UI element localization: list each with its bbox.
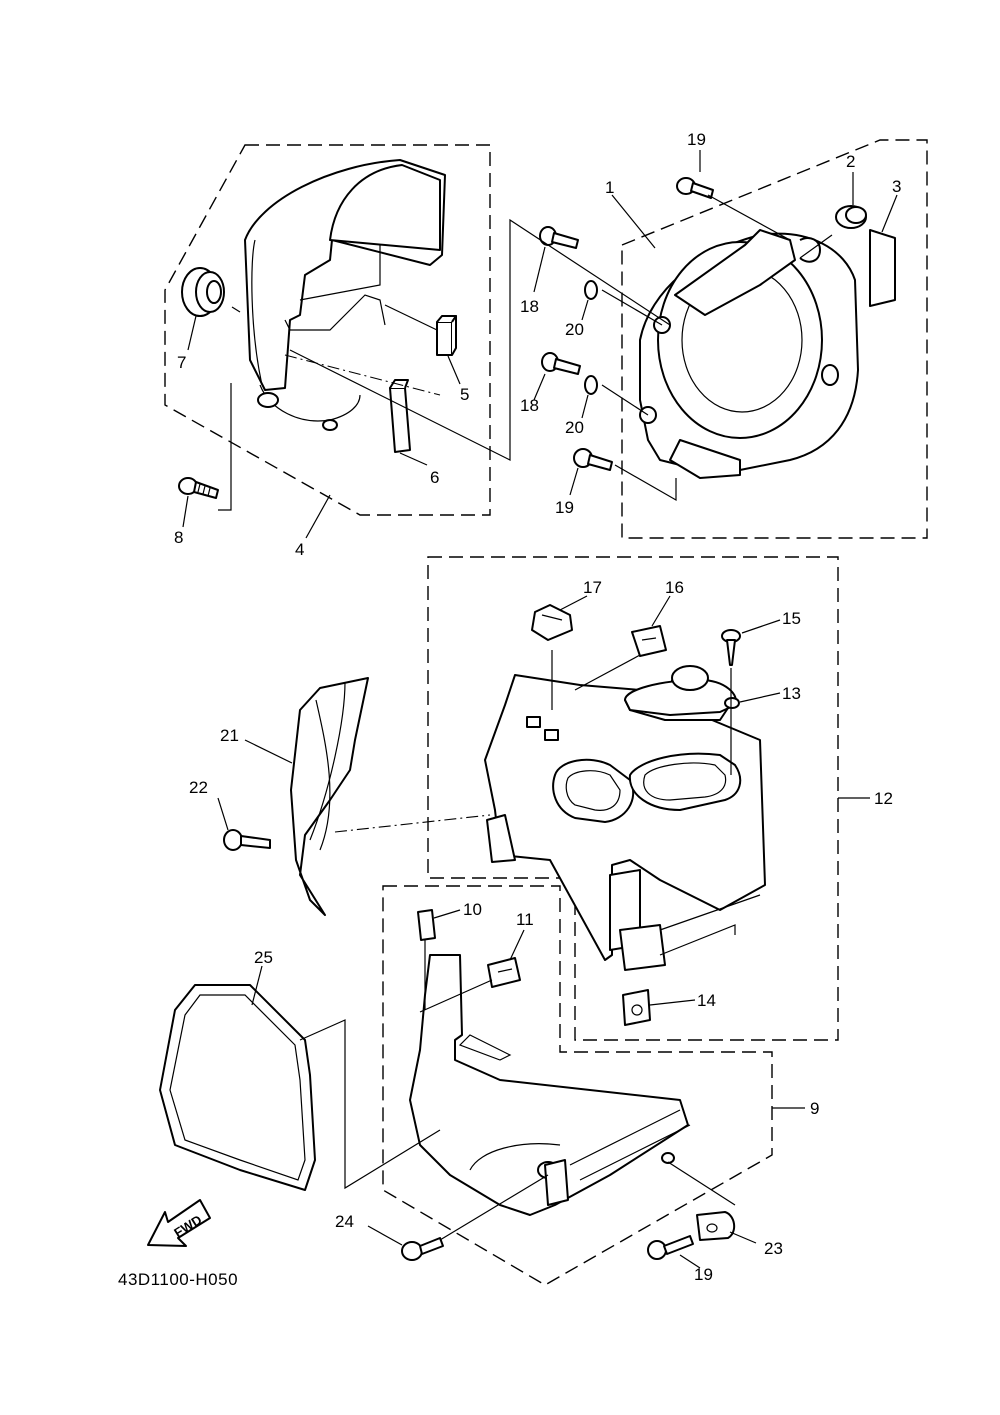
- clip-part-11: [487, 957, 521, 988]
- callout-7: 7: [177, 353, 186, 372]
- clip-part-10: [417, 909, 436, 941]
- callout-14: 14: [697, 991, 716, 1010]
- grommet-part-2: [835, 205, 867, 229]
- seal-strip-part-6: [389, 379, 411, 453]
- callout-11: 11: [516, 910, 534, 929]
- damper-part-5: [436, 315, 457, 356]
- assembly-lines: [218, 194, 833, 1241]
- callout-22: 22: [189, 778, 208, 797]
- callout-18-lower: 18: [520, 396, 539, 415]
- callout-23: 23: [764, 1239, 783, 1258]
- callout-24: 24: [335, 1212, 354, 1231]
- callout-16: 16: [665, 578, 684, 597]
- drawing-code: 43D1100-H050: [118, 1270, 238, 1289]
- callout-21: 21: [220, 726, 239, 745]
- assembly-boundary-9: [382, 885, 773, 1286]
- cover-part-1: [639, 229, 859, 479]
- bolt-part-22: [223, 829, 271, 851]
- lower-housing-part-9: [409, 954, 691, 1216]
- washer-part-20-lower: [584, 375, 598, 395]
- bolt-part-19-middle: [573, 448, 613, 471]
- callout-3: 3: [892, 177, 901, 196]
- callout-19-middle: 19: [555, 498, 574, 517]
- assembly-boundary-12: [427, 556, 839, 1041]
- callout-10: 10: [463, 900, 482, 919]
- bolt-part-19-bottom: [647, 1235, 694, 1260]
- callout-13: 13: [782, 684, 801, 703]
- callout-5: 5: [460, 385, 469, 404]
- callout-1: 1: [605, 178, 614, 197]
- assembly-boundary-4: [164, 144, 491, 516]
- bolt-part-18-lower: [541, 352, 581, 375]
- assembly-boundary-1: [621, 139, 928, 539]
- callout-8: 8: [174, 528, 183, 547]
- callout-18-upper: 18: [520, 297, 539, 316]
- callout-12: 12: [874, 789, 893, 808]
- clamp-part-23: [696, 1211, 736, 1241]
- cover-assembly-4: [244, 159, 446, 431]
- gasket-frame-part-25: [159, 984, 316, 1191]
- holder-part-17: [531, 604, 573, 641]
- cover-part-21: [290, 677, 369, 916]
- bolt-part-18-upper: [539, 226, 579, 249]
- screw-part-15: [721, 629, 741, 666]
- washer-part-20-upper: [584, 280, 598, 300]
- callout-9: 9: [810, 1099, 819, 1118]
- grommet-part-7: [181, 267, 225, 317]
- gasket-part-13: [624, 665, 740, 716]
- bolt-part-8: [178, 477, 219, 499]
- callout-25: 25: [254, 948, 273, 967]
- leader-lines: [182, 150, 898, 1269]
- label-part-3: [869, 229, 896, 307]
- callout-2: 2: [846, 152, 855, 171]
- bolt-part-24: [401, 1237, 444, 1261]
- callout-labels: 1 2 3 4 5 6 7 8 9 10 11 12 13 14 15 16 1…: [174, 130, 901, 1284]
- callout-20-upper: 20: [565, 320, 584, 339]
- callout-19-bottom: 19: [694, 1265, 713, 1284]
- clip-part-14: [622, 989, 651, 1026]
- callout-6: 6: [430, 468, 439, 487]
- callout-4: 4: [295, 540, 304, 559]
- forward-direction-arrow: FWD: [147, 1199, 211, 1247]
- callout-19-top: 19: [687, 130, 706, 149]
- callout-20-lower: 20: [565, 418, 584, 437]
- callout-17: 17: [583, 578, 602, 597]
- bolt-part-19-top: [676, 177, 714, 199]
- callout-15: 15: [782, 609, 801, 628]
- clip-part-16: [631, 625, 667, 657]
